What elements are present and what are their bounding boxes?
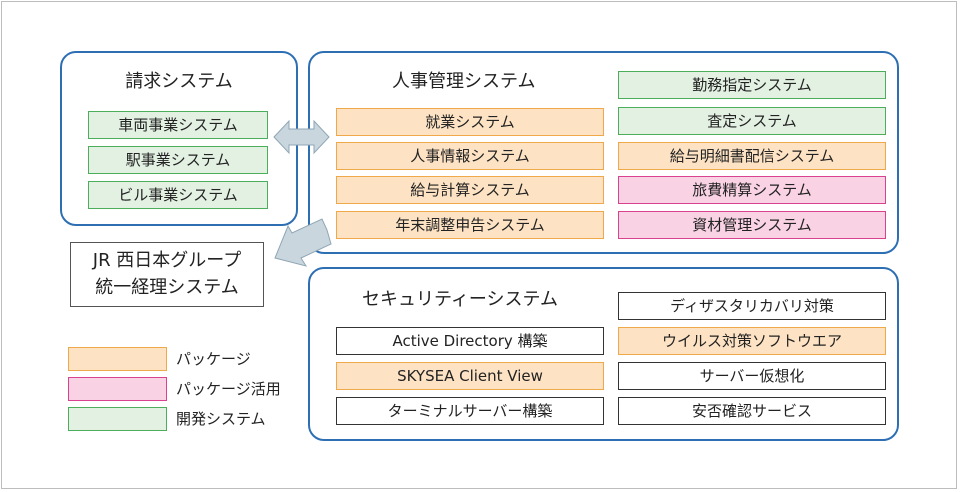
legend-swatch-package-use	[68, 377, 167, 401]
hr-item-personnel-info: 人事情報システム	[336, 142, 604, 170]
hr-item-payslip-delivery: 給与明細書配信システム	[618, 142, 886, 170]
legend-swatch-package	[68, 347, 167, 371]
hr-management-group: 人事管理システム 就業システム 人事情報システム 給与計算システム 年末調整申告…	[308, 51, 899, 254]
hr-to-accounting-arrow	[274, 218, 332, 267]
unified-accounting-system-box: JR 西日本グループ 統一経理システム	[70, 242, 264, 307]
accounting-line-1: JR 西日本グループ	[92, 250, 242, 271]
hr-item-assessment: 査定システム	[618, 107, 886, 135]
hr-item-payroll: 給与計算システム	[336, 176, 604, 204]
security-item-server-virtualization: サーバー仮想化	[618, 362, 886, 390]
billing-item-vehicle: 車両事業システム	[88, 111, 268, 139]
hr-item-travel-expense: 旅費精算システム	[618, 176, 886, 204]
security-system-group: セキュリティーシステム Active Directory 構築 SKYSEA C…	[308, 267, 899, 441]
security-item-skysea: SKYSEA Client View	[336, 362, 604, 390]
billing-system-group: 請求システム 車両事業システム 駅事業システム ビル事業システム	[60, 51, 298, 226]
security-system-title: セキュリティーシステム	[362, 289, 559, 310]
security-item-terminal-server: ターミナルサーバー構築	[336, 397, 604, 425]
legend-label-package-use: パッケージ活用	[176, 380, 281, 398]
legend-swatch-development	[68, 407, 167, 431]
legend-label-package: パッケージ	[176, 350, 251, 368]
hr-item-attendance: 就業システム	[336, 108, 604, 136]
security-item-disaster-recovery: ディザスタリカバリ対策	[618, 292, 886, 320]
hr-management-title: 人事管理システム	[392, 71, 536, 92]
billing-item-building: ビル事業システム	[88, 181, 268, 209]
security-item-antivirus: ウイルス対策ソフトウエア	[618, 327, 886, 355]
security-item-safety-confirmation: 安否確認サービス	[618, 397, 886, 425]
security-item-active-directory: Active Directory 構築	[336, 327, 604, 355]
hr-item-year-end-adjustment: 年末調整申告システム	[336, 211, 604, 239]
billing-item-station: 駅事業システム	[88, 146, 268, 174]
billing-hr-bidirectional-arrow	[273, 119, 330, 155]
hr-item-shift-assignment: 勤務指定システム	[618, 71, 886, 99]
hr-item-materials-management: 資材管理システム	[618, 211, 886, 239]
legend-label-development: 開発システム	[176, 410, 266, 428]
billing-system-title: 請求システム	[125, 71, 233, 92]
accounting-line-2: 統一経理システム	[95, 277, 239, 298]
